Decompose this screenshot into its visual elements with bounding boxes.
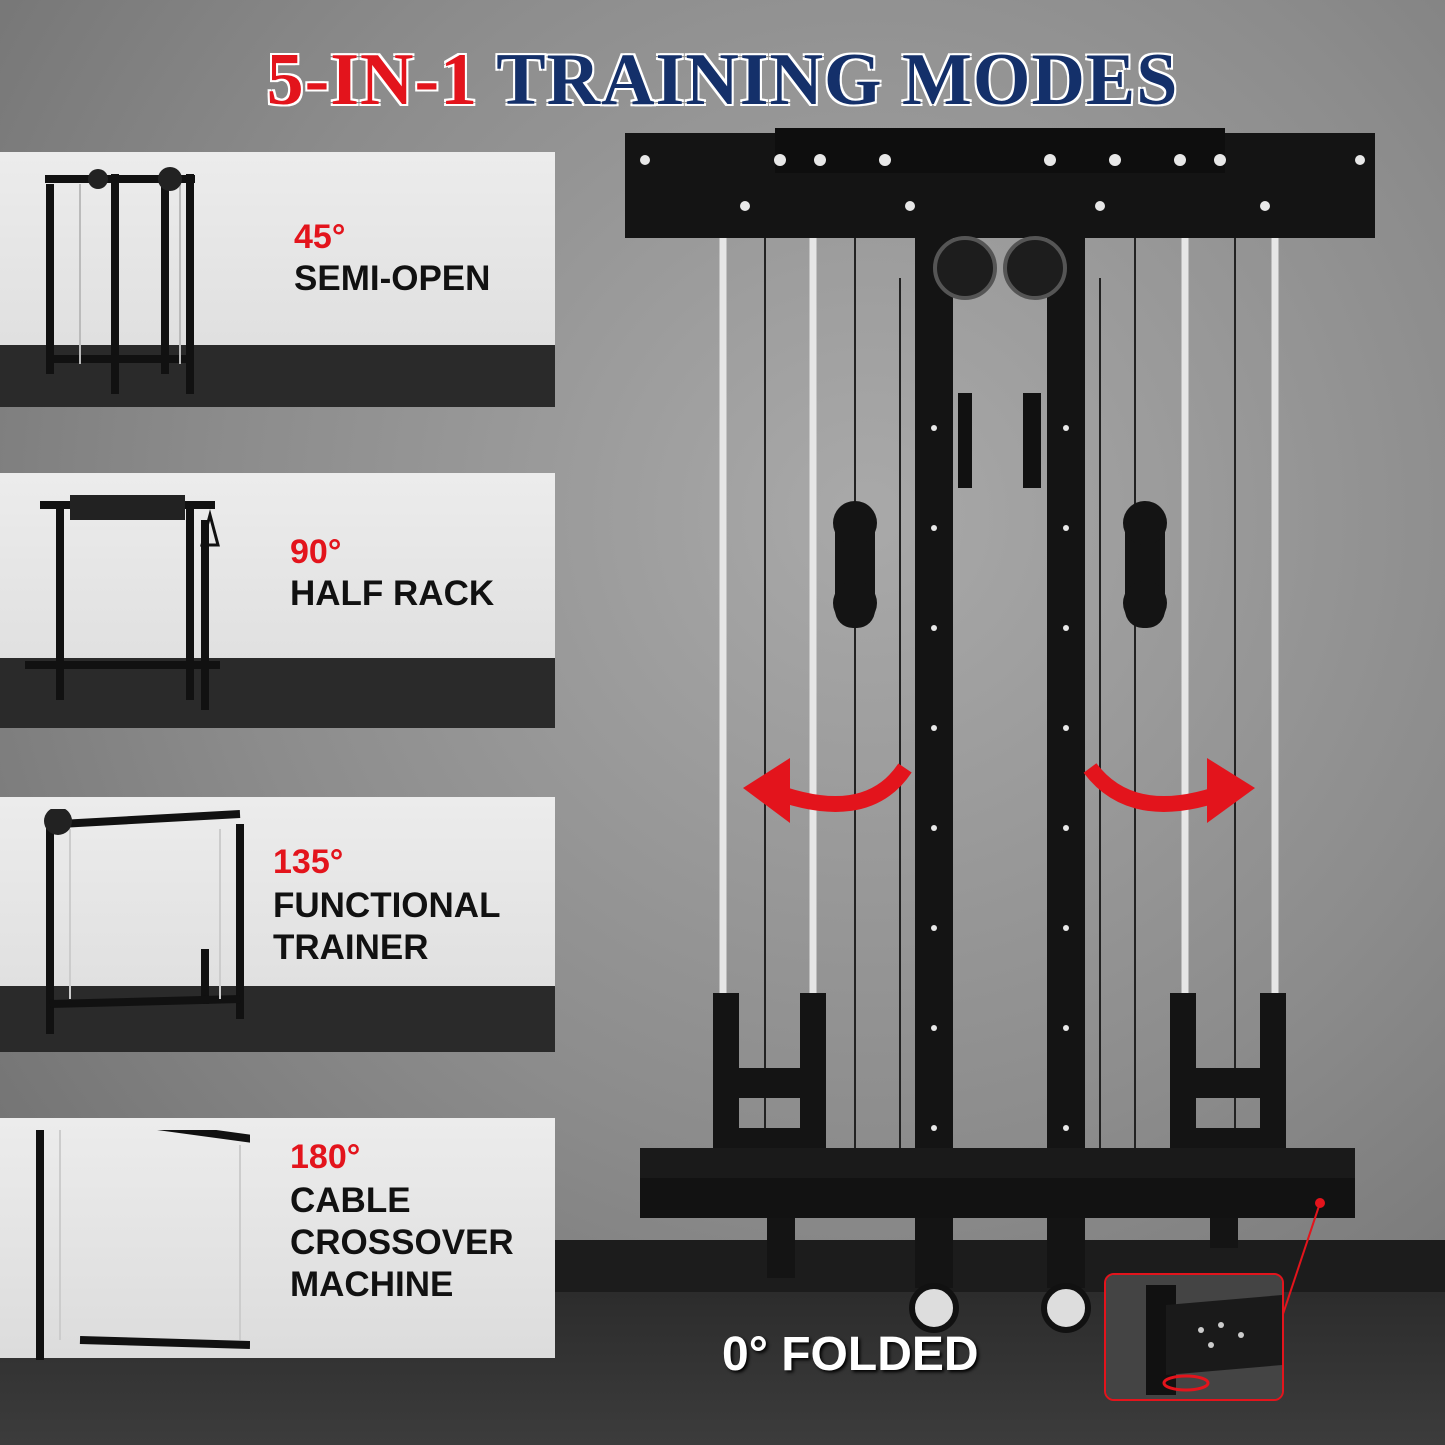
folded-mode-label: 0° FOLDED: [722, 1328, 979, 1381]
rack-180-thumbnail: [36, 1130, 250, 1360]
mode-name-line: FUNCTIONAL: [273, 886, 501, 925]
rack-90-thumbnail: [25, 495, 220, 710]
left-upright: [915, 188, 953, 1288]
mode-name-line: HALF RACK: [290, 574, 495, 613]
mode-angle: 45°: [294, 218, 346, 256]
left-foot: [767, 1218, 795, 1278]
left-handle: [958, 393, 972, 488]
right-handle: [1023, 393, 1041, 488]
rack-45-thumbnail: [45, 167, 195, 394]
mode-card-cable-crossover: 180° CABLE CROSSOVER MACHINE: [0, 1118, 555, 1360]
mode-name-line: TRAINER: [273, 928, 429, 967]
mode-name: SEMI-OPEN: [294, 258, 490, 300]
right-foot: [1210, 1218, 1238, 1248]
mode-name: HALF RACK: [290, 573, 494, 615]
right-wheel: [1041, 1283, 1091, 1333]
left-pulley: [933, 236, 997, 300]
top-bracket-holes: [640, 154, 1365, 211]
headline-highlight: 5-IN-1: [266, 39, 479, 121]
mode-name-line: CROSSOVER: [290, 1223, 514, 1262]
right-upright: [1047, 188, 1085, 1288]
mode-card-half-rack: 90° HALF RACK: [0, 473, 555, 728]
guide-rods: [719, 238, 1279, 998]
floating-pulley-plates: [833, 501, 1167, 628]
rack-135-thumbnail: [44, 809, 244, 1034]
headline: 5-IN-1 TRAINING MODES: [0, 38, 1445, 123]
mode-name: FUNCTIONAL TRAINER: [273, 885, 500, 969]
headline-main: TRAINING MODES: [496, 39, 1179, 121]
folding-hinge-detail: [1106, 1275, 1282, 1399]
mode-angle: 90°: [290, 533, 342, 571]
mode-angle: 135°: [273, 843, 344, 881]
left-wheel: [909, 1283, 959, 1333]
mode-name: CABLE CROSSOVER MACHINE: [290, 1180, 514, 1306]
right-pulley: [1003, 236, 1067, 300]
card-shadow: [0, 658, 555, 728]
mode-angle: 180°: [290, 1138, 361, 1176]
mode-card-functional-trainer: 135° FUNCTIONAL TRAINER: [0, 797, 555, 1052]
mode-name-line: CABLE: [290, 1181, 411, 1220]
detail-inset: [1104, 1273, 1284, 1401]
mode-name-line: MACHINE: [290, 1265, 454, 1304]
card-shadow: [0, 986, 555, 1052]
mode-card-semi-open: 45° SEMI-OPEN: [0, 152, 555, 407]
folded-machine-illustration: [625, 128, 1375, 1358]
base-frame: [640, 1148, 1355, 1178]
cables: [764, 238, 1236, 1178]
mode-name-line: SEMI-OPEN: [294, 259, 491, 298]
